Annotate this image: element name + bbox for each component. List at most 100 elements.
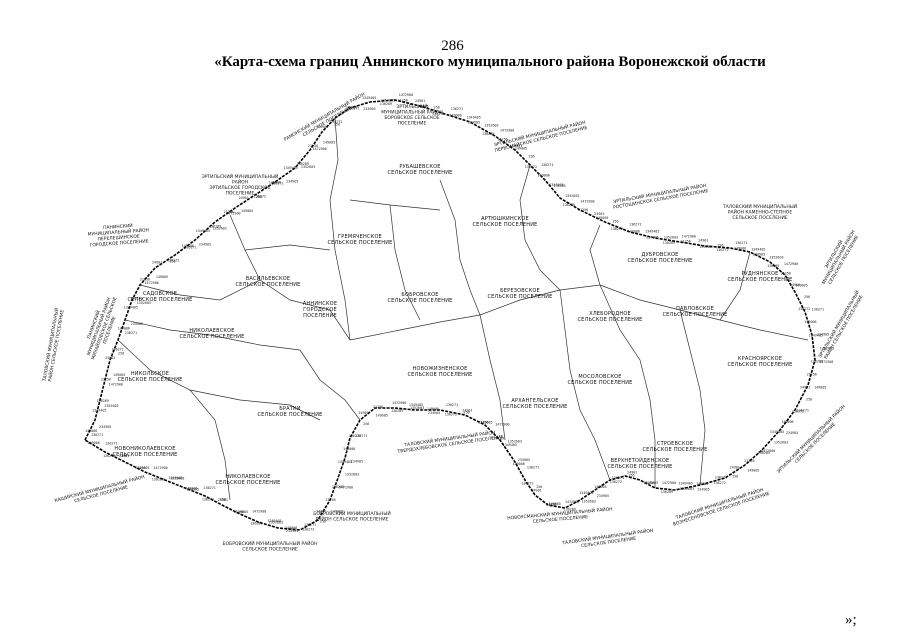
boundary-point-label: 1472900 [392,401,406,405]
boundary-point-label: 24901 [800,385,810,389]
boundary-point-label: 1472900 [495,422,509,426]
boundary-point-label: 1472900 [252,510,266,514]
boundary-point-label: 1472900 [500,128,514,132]
boundary-point-label: 136271 [105,442,117,446]
boundary-point-label: 136289 [758,451,770,455]
boundary-point-label: 149006 [781,420,793,424]
boundary-point-label: 21256 [224,210,234,214]
boundary-point-label: 136272 [798,307,810,311]
boundary-point-label: 149005 [515,147,527,151]
neighbor-label-n-panin: ПАНИНСКИЙМУНИЦИПАЛЬНЫЙ РАЙОНПЕРЕЛЕШИНСКО… [87,221,150,249]
boundary-point-label: 149006 [85,429,97,433]
boundary-point-label: 136271 [271,181,283,185]
neighbor-label-n-novousman: НОВОУСМАНСКИЙ МУНИЦИПАЛЬНЫЙ РАЙОНСЕЛЬСКО… [507,505,613,527]
boundary-point-label: 1352603 [565,194,579,198]
boundary-point-label: 136271 [797,409,809,413]
boundary-point-label: 149006 [182,244,194,248]
boundary-point-label: 256 [528,154,534,158]
boundary-point-label: 1352603 [212,227,226,231]
boundary-point-label: 149005 [747,468,759,472]
boundary-point-label: 256 [121,454,127,458]
boundary-point-label: 149005 [376,413,388,417]
boundary-point-label: 21256 [744,459,754,463]
boundary-point-label: 136272 [610,480,622,484]
boundary-point-label: 149005 [549,502,561,506]
boundary-point-label: 24901 [152,260,162,264]
boundary-point-labels: 1362711490062349051349405135260313628914… [85,93,834,533]
boundary-point-label: 234905 [697,488,709,492]
boundary-point-label: 149005 [416,105,428,109]
boundary-point-label: 256 [434,105,440,109]
boundary-point-label: 234905 [286,179,298,183]
boundary-point-label: 234905 [286,529,298,533]
boundary-point-label: 136289 [663,241,675,245]
boundary-point-label: 21256 [681,240,691,244]
boundary-point-label: 256 [732,474,738,478]
boundary-point-label: 1349405 [284,166,298,170]
boundary-point-label: 21256 [546,502,556,506]
boundary-point-label: 1349405 [549,183,563,187]
boundary-point-label: 256 [170,259,176,263]
boundary-point-label: 21256 [325,498,335,502]
boundary-point-label: 21256 [373,405,383,409]
boundary-point-label: 256 [256,195,262,199]
boundary-point-label: 136272 [525,165,537,169]
boundary-point-label: 24901 [790,283,800,287]
boundary-point-label: 24901 [359,411,369,415]
boundary-point-label: 136289 [380,102,392,106]
boundary-point-label: 136271 [304,523,316,527]
boundary-point-label: 136271 [715,476,727,480]
boundary-point-label: 24901 [105,356,115,360]
boundary-point-label: 1349405 [579,491,593,495]
neighbor-label-n-ertil3: ЭРТИЛЬСКИЙ МУНИЦИПАЛЬНЫЙ РАЙОНПЕРВОМАЙСК… [493,119,589,154]
boundary-point-label: 1349405 [196,229,210,233]
boundary-point-label: 149005 [480,421,492,425]
boundary-point-label: 256 [628,474,634,478]
boundary-point-label: 256 [806,397,812,401]
boundary-point-label: 24901 [594,212,604,216]
boundary-point-label: 149006 [185,487,197,491]
boundary-point-label: 1472900 [226,211,240,215]
boundary-point-label: 234905 [187,487,199,491]
boundary-point-label: 1349405 [770,430,784,434]
boundary-point-label: 24901 [218,498,228,502]
boundary-point-label: 149005 [795,283,807,287]
boundary-point-label: 234905 [99,425,111,429]
boundary-point-label: 24901 [462,409,472,413]
boundary-point-label: 21256 [398,99,408,103]
boundary-point-label: 24901 [318,125,328,129]
boundary-point-label: 149005 [331,510,343,514]
boundary-point-label: 136271 [204,486,216,490]
boundary-point-label: 136289 [482,132,494,136]
boundary-point-label: 256 [804,295,810,299]
boundary-point-label: 149006 [88,441,100,445]
page-number: 286 [441,38,464,54]
boundary-point-label: 136272 [714,481,726,485]
boundary-point-label: 149005 [236,510,248,514]
boundary-point-label: 256 [334,123,340,127]
boundary-point-label: 1349405 [645,230,659,234]
boundary-point-label: 1349405 [503,443,517,447]
boundary-point-label: 234905 [363,107,375,111]
neighbor-label-n-ertil5: ЭРТИЛЬСКИЙМУНИЦИПАЛЬНЫЙ РАЙОНСЕЛЬСКОЕ ПО… [815,226,861,288]
boundary-point-label: 1349405 [92,408,106,412]
boundary-point-label: 234905 [131,322,143,326]
boundary-point-label: 234905 [817,333,829,337]
boundary-point-label: 21256 [478,421,488,425]
boundary-point-label: 149005 [137,466,149,470]
boundary-point-label: 1349405 [466,115,480,119]
boundary-point-label: 21256 [781,272,791,276]
boundary-point-label: 1349405 [751,248,765,252]
boundary-point-label: 136272 [445,413,457,417]
